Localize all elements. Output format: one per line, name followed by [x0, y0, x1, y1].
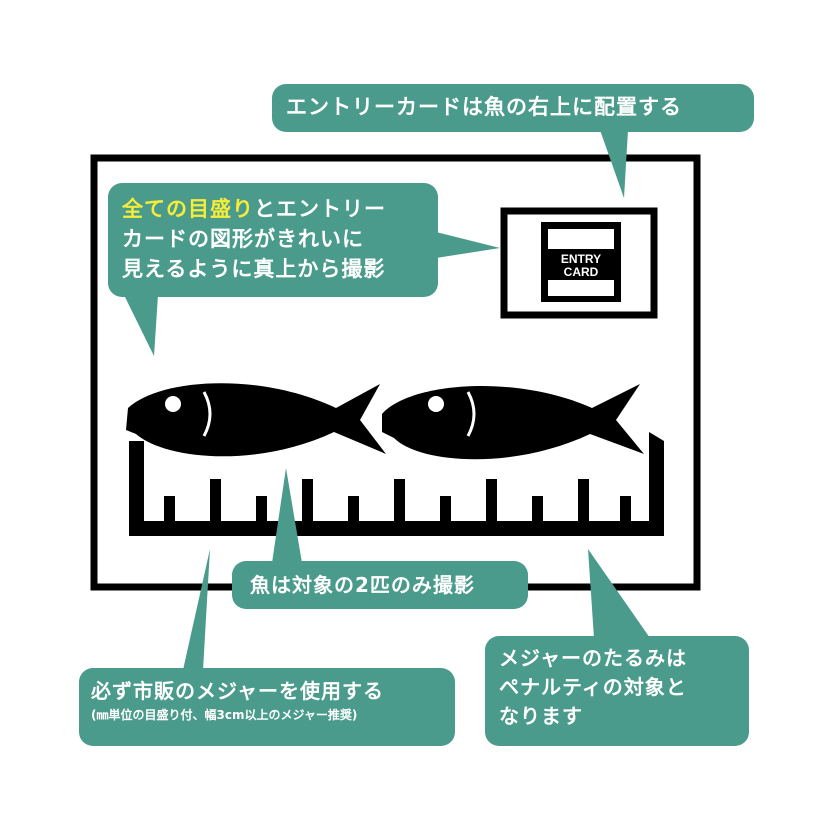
entry-card-line2: CARD — [564, 265, 599, 279]
callout-graduations-line2: カードの図形がきれいに — [122, 226, 364, 251]
entry-card-line1: ENTRY — [561, 252, 601, 266]
callout-slack-line2: ペナルティの対象と — [499, 675, 687, 699]
entry-card-icon: ENTRY CARD — [500, 207, 658, 319]
fish-icon — [382, 384, 644, 460]
highlight-all-graduations: 全ての目盛り — [122, 197, 254, 221]
callout-slack: メジャーのたるみは ペナルティの対象と なります — [485, 636, 749, 746]
callout-slack-line1: メジャーのたるみは — [499, 646, 687, 670]
callout-tape-sub: (㎜単位の目盛り付、幅3cm以上のメジャー推奨) — [91, 708, 358, 722]
callout-graduations: 全ての目盛りとエントリー カードの図形がきれいに 見えるように真上から撮影 — [108, 183, 438, 297]
tail-slack — [588, 549, 650, 638]
tail-fish-up — [272, 468, 302, 563]
callout-entry-card-position: エントリーカードは魚の右上に配置する — [272, 84, 754, 132]
callout-graduations-line1: 全ての目盛りとエントリー — [122, 195, 428, 225]
callout-fish-count-text: 魚は対象の2匹のみ撮影 — [250, 573, 475, 597]
tail-tape — [183, 549, 210, 670]
callout-fish-count: 魚は対象の2匹のみ撮影 — [232, 561, 528, 609]
tail-graduations-down — [124, 295, 158, 356]
tail-entry-card — [600, 130, 628, 198]
callout-graduations-line3: 見えるように真上から撮影 — [122, 256, 386, 281]
measuring-tape-icon — [129, 432, 664, 536]
callout-tape: 必ず市販のメジャーを使用する (㎜単位の目盛り付、幅3cm以上のメジャー推奨) — [79, 668, 455, 746]
callout-graduations-line1-rest: とエントリー — [254, 197, 386, 221]
fish-icon — [126, 383, 386, 457]
tail-graduations-right — [436, 232, 500, 258]
callout-tape-main: 必ず市販のメジャーを使用する — [91, 679, 384, 703]
callout-slack-line3: なります — [499, 704, 583, 728]
callout-tails — [124, 130, 650, 670]
callout-entry-card-text: エントリーカードは魚の右上に配置する — [286, 95, 682, 119]
